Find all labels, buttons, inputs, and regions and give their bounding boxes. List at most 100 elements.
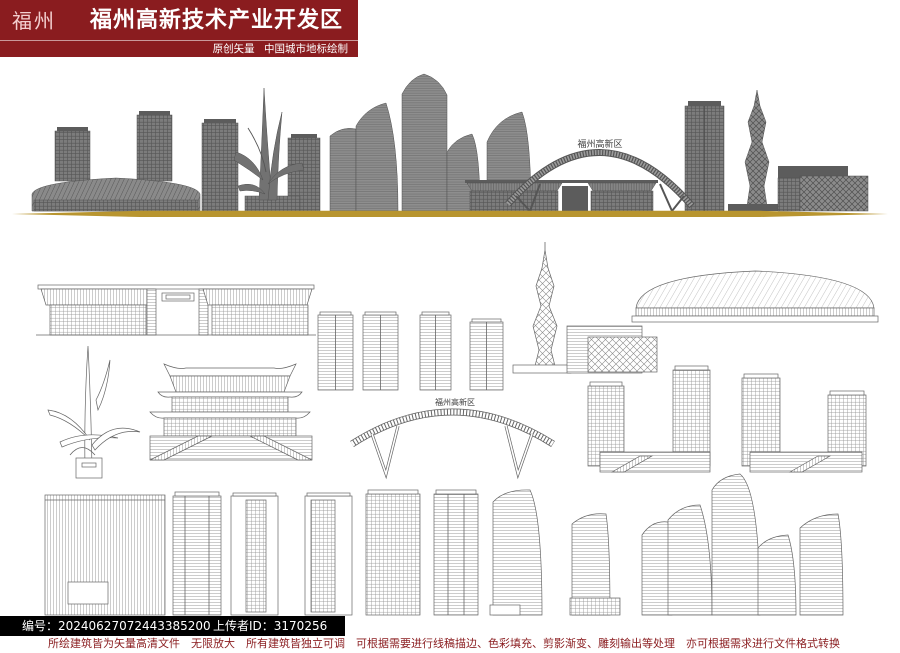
- tower-cap: [364, 311, 397, 316]
- building-top-block: [778, 166, 848, 178]
- banner-subtitle: 原创矢量 中国城市地标绘制: [212, 43, 348, 55]
- line-art-collection: 福州高新区: [36, 242, 879, 616]
- footer-note: 所有建筑皆独立可调: [246, 637, 345, 650]
- tower-cap: [471, 318, 502, 323]
- sculpture-spike: [258, 87, 273, 201]
- art-sculpture: [47, 345, 141, 479]
- tower-body: [172, 495, 222, 616]
- sculpture-pedestal: [75, 457, 103, 479]
- tower-cap: [306, 492, 351, 497]
- spire-body: [532, 249, 558, 367]
- lattice-box: [587, 336, 658, 373]
- sculpture-sail-low: [237, 184, 266, 195]
- art-complex-1: [587, 365, 711, 473]
- skyline-lattice-spire: [728, 89, 780, 211]
- tower-cap: [232, 492, 277, 497]
- arch-truss: [506, 150, 694, 208]
- curved-tower-base: [489, 604, 521, 616]
- sculpture-sail-left: [233, 151, 264, 181]
- skyline-curved-tower-3: [401, 73, 448, 212]
- skyline-tower-c: [201, 119, 239, 212]
- cluster-tower-3: [711, 473, 761, 616]
- spire-base: [728, 204, 780, 211]
- tower-cap: [204, 119, 236, 123]
- pavilion-lower-body: [163, 417, 297, 437]
- tower-cap: [57, 127, 88, 131]
- page-title: 福州高新技术产业开发区: [90, 8, 344, 33]
- arch-sign: 福州高新区: [435, 397, 475, 407]
- tower-cap: [421, 311, 450, 316]
- sculpture-spike-second: [267, 111, 283, 201]
- tower-cap: [174, 491, 220, 497]
- gate-plaque-inner: [165, 294, 191, 300]
- city-name: 福州: [12, 9, 56, 33]
- pavilion-ridge: [163, 363, 297, 377]
- arch-sign: 福州高新区: [577, 138, 622, 150]
- tower-curtain-wall: [245, 499, 267, 613]
- complex-right-cap: [674, 365, 709, 371]
- gate-top-slab: [37, 284, 315, 290]
- tower-curtain-wall: [310, 499, 336, 613]
- pavilion-eave-lower: [149, 411, 311, 419]
- banner-divider: [0, 40, 358, 41]
- art-lattice-spire-group: [512, 242, 658, 374]
- tower-cap: [367, 489, 419, 495]
- pavilion-upper-roof: [169, 375, 291, 393]
- tower-cap: [319, 311, 352, 316]
- skyline-tower-a: [54, 127, 91, 182]
- complex-right-tower: [672, 369, 711, 467]
- curved-tower-body: [492, 489, 543, 616]
- skyline-sculpture: [233, 87, 305, 212]
- gate-right-body: [590, 190, 654, 212]
- stadium-base: [631, 315, 879, 323]
- skyline-gate-building: [465, 180, 658, 212]
- tower-body: [365, 493, 421, 616]
- tower-cap: [139, 111, 170, 115]
- stadium-roof: [635, 270, 875, 309]
- building-lattice-facade: [799, 175, 869, 212]
- gate-left-pillar: [146, 288, 157, 336]
- pavilion-left-stairs: [149, 435, 213, 461]
- complex-stairs: [610, 455, 654, 473]
- sculpture-plaque: [81, 462, 97, 468]
- skyline-curved-tower-1: [329, 128, 357, 212]
- art-tower-c1: [44, 494, 166, 616]
- art-complex-2: [741, 373, 867, 473]
- tower-body: [54, 130, 91, 182]
- cluster-tower-5: [799, 513, 844, 616]
- curved-tower-body: [571, 513, 611, 616]
- pavilion-middle-body: [171, 396, 289, 413]
- cluster-tower-2: [667, 504, 713, 616]
- spire-base: [512, 364, 572, 374]
- skyline-tall-tower: [684, 101, 725, 212]
- footer-note: 无限放大: [191, 637, 235, 650]
- complex-podium: [599, 451, 711, 473]
- complex-left-cap: [743, 373, 779, 379]
- gate-left-roof: [40, 288, 155, 306]
- footer-notes: 所绘建筑皆为矢量高清文件 无限放大 所有建筑皆独立可调 可根据需要进行线稿描边、…: [48, 638, 840, 650]
- skyline-ground-line: [12, 210, 888, 217]
- sculpture-curve: [247, 127, 267, 173]
- skyline-lattice-building: [777, 166, 869, 212]
- tower-body: [136, 114, 173, 182]
- tower-entrance: [67, 581, 109, 605]
- art-gate-building: [36, 284, 316, 336]
- spire-body: [744, 89, 770, 207]
- footer-note: 所绘建筑皆为矢量高清文件: [48, 637, 180, 650]
- art-tower-c4: [304, 492, 353, 616]
- gate-right-roof: [202, 288, 313, 306]
- skyline-stadium: [31, 177, 201, 212]
- curved-tower-podium: [569, 597, 621, 616]
- building-cap: [291, 134, 317, 138]
- arch-right-legs-inner: [505, 425, 533, 477]
- gate-left-roof: [466, 182, 563, 192]
- sculpture-curve: [69, 447, 96, 456]
- art-tower-row-a-4: [469, 318, 504, 391]
- skyline: 福州高新区: [12, 73, 888, 217]
- tower-body: [433, 493, 479, 616]
- sculpture-fin-upper: [95, 359, 111, 412]
- art-stadium: [631, 270, 879, 323]
- gate-right-body: [211, 304, 309, 336]
- cluster-tower-4: [757, 534, 797, 616]
